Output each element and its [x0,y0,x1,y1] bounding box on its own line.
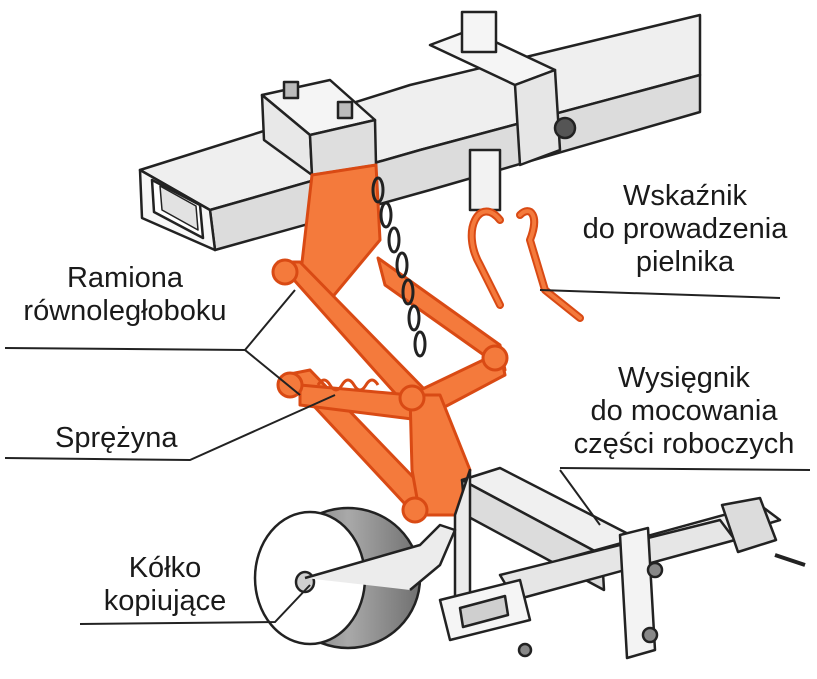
mount-block [260,78,378,177]
bar-clamp [428,10,577,212]
label-indicator-line-1: Wskaźnik [622,180,748,212]
label-copy-wheel: Kółko kopiujące [70,552,260,618]
label-boom-line-2: do mocowania [590,395,778,427]
label-boom-line-3: części roboczych [573,428,795,460]
label-indicator-line-3: pielnika [635,246,735,278]
leader-lines [4,289,811,625]
label-indicator-line-2: do prowadzenia [582,213,788,245]
label-spring-line-1: Sprężyna [55,422,178,454]
label-parallelogram-arms-line-2: równoległoboku [23,295,227,327]
label-copy-wheel-line-2: kopiujące [103,585,227,617]
label-spring: Sprężyna [55,422,178,455]
label-boom-line-1: Wysięgnik [618,362,750,394]
label-copy-wheel-line-1: Kółko [128,552,202,584]
copy-wheel [253,506,457,650]
spring [316,378,380,392]
chain [371,176,427,358]
label-boom: Wysięgnik do mocowania części roboczych [555,362,813,461]
label-parallelogram-arms: Ramiona równoległoboku [5,262,245,328]
parallelogram-linkage [271,163,509,524]
label-parallelogram-arms-line-1: Ramiona [66,262,184,294]
working-boom [438,466,806,660]
label-indicator: Wskaźnik do prowadzenia pielnika [560,180,810,279]
